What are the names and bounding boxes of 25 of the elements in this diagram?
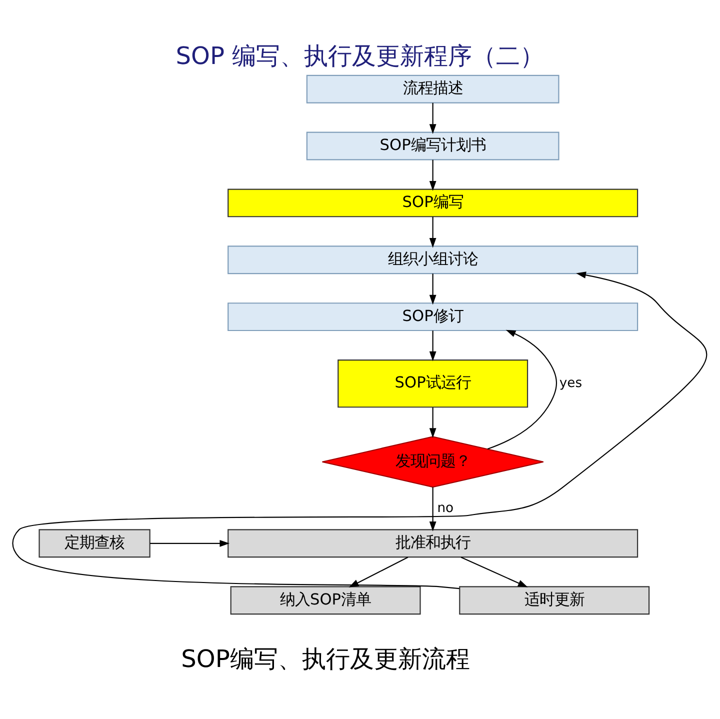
arrow [429, 216, 436, 248]
node-box: 适时更新 [459, 586, 650, 615]
arrow [487, 330, 557, 450]
node-diamond: 发现问题？ [322, 436, 544, 488]
node-box: 纳入SOP清单 [230, 586, 421, 615]
arrow [460, 556, 528, 588]
node-box: SOP修订 [228, 302, 638, 332]
node-box: 批准和执行 [228, 529, 638, 558]
node-box: SOP编写 [228, 188, 638, 218]
node-box: SOP编写计划书 [306, 132, 560, 160]
node-box: 流程描述 [306, 74, 560, 104]
arrow [429, 487, 436, 532]
arrow [429, 330, 436, 362]
node-box: 组织小组讨论 [228, 246, 638, 274]
arrow [429, 102, 436, 134]
arrow [150, 540, 230, 547]
arrow [429, 274, 436, 305]
arrow [429, 408, 436, 438]
caption: SOP编写、执行及更新流程 [181, 645, 470, 674]
edge-label: no [437, 500, 454, 516]
node-box: SOP试运行 [338, 360, 528, 408]
edge-label: yes [559, 376, 582, 391]
arrow [429, 160, 436, 191]
diagram-title: SOP 编写、执行及更新程序（二） [176, 42, 544, 70]
node-box: 定期查核 [38, 529, 150, 558]
